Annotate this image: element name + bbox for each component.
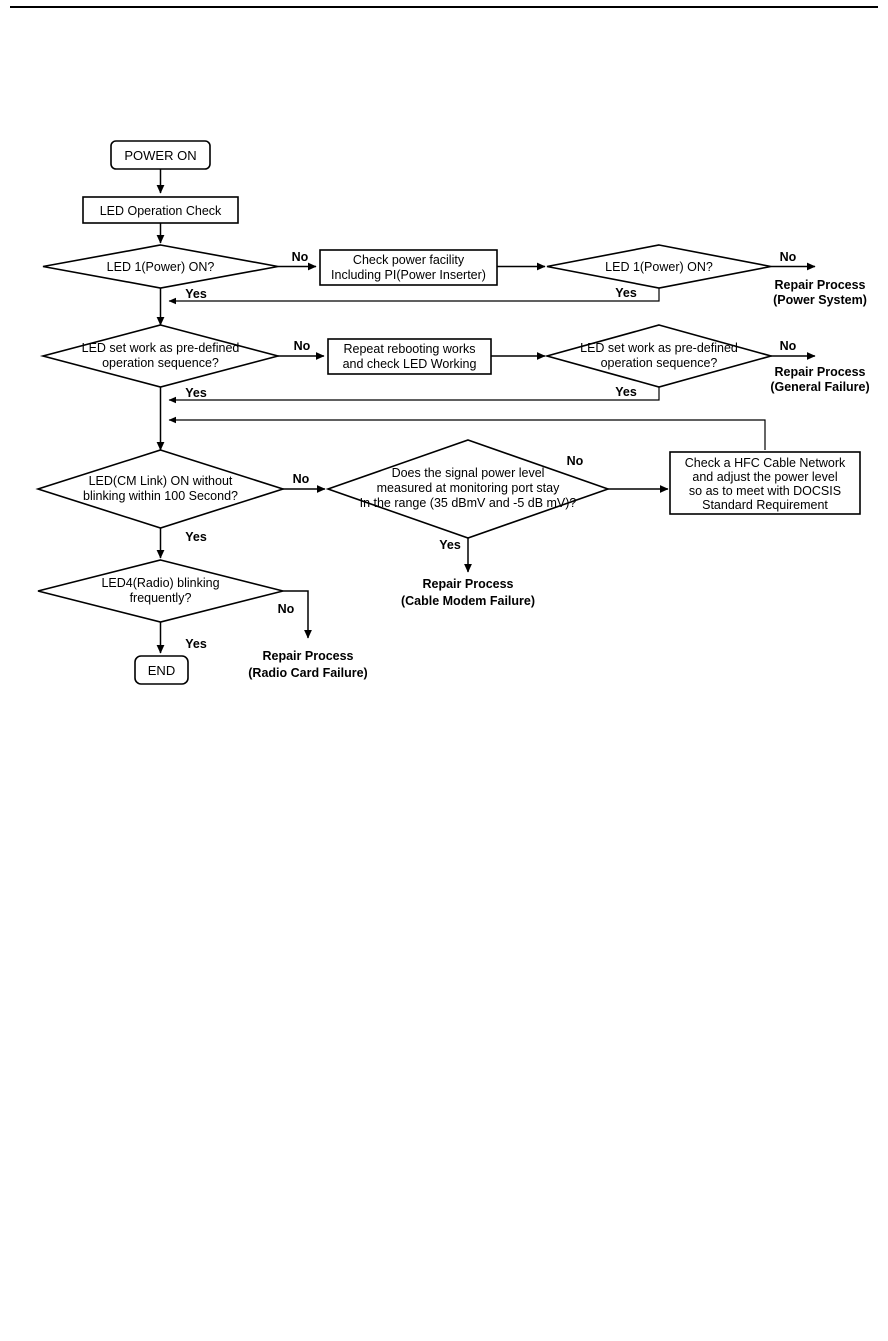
edge-led4-no	[283, 590, 312, 639]
node-cm-link-q-line2: blinking within 100 Second?	[83, 489, 238, 503]
outcome-power-system-line1: Repair Process	[774, 278, 865, 292]
node-check-hfc-line2: and adjust the power level	[692, 470, 837, 484]
edge-label-yes-1: Yes	[185, 287, 207, 301]
node-repeat-rebooting-line2: and check LED Working	[343, 357, 477, 371]
edge-label-no-3: No	[294, 339, 311, 353]
edge-label-no-5: No	[293, 472, 310, 486]
outcome-radio-card-line1: Repair Process	[262, 649, 353, 663]
node-led1-power-q1-label: LED 1(Power) ON?	[107, 260, 215, 274]
edge-label-yes-5: Yes	[185, 530, 207, 544]
node-repeat-rebooting-line1: Repeat rebooting works	[343, 342, 475, 356]
edge-label-yes-6: Yes	[439, 538, 461, 552]
node-cm-link-q-line1: LED(CM Link) ON without	[89, 474, 233, 488]
node-check-power-facility-line2: Including PI(Power Inserter)	[331, 268, 486, 282]
outcome-cable-modem-line2: (Cable Modem Failure)	[401, 594, 535, 608]
node-led-set-work-q1-line2: operation sequence?	[102, 356, 219, 370]
node-end-label: END	[148, 663, 175, 678]
node-led4-radio-q-line2: frequently?	[130, 591, 192, 605]
node-signal-power-q-line1: Does the signal power level	[392, 466, 545, 480]
node-power-on-label: POWER ON	[124, 148, 196, 163]
outcome-power-system-line2: (Power System)	[773, 293, 867, 307]
node-end	[134, 655, 189, 685]
edge-label-yes-2: Yes	[615, 286, 637, 300]
node-check-power-facility-line1: Check power facility	[353, 253, 465, 267]
outcome-cable-modem-line1: Repair Process	[422, 577, 513, 591]
outcome-general-failure-line2: (General Failure)	[770, 380, 869, 394]
node-led-operation-check-label: LED Operation Check	[100, 204, 222, 218]
edge-label-no-1: No	[292, 250, 309, 264]
node-check-hfc-line4: Standard Requirement	[702, 498, 828, 512]
edge-label-no-2: No	[780, 250, 797, 264]
outcome-general-failure-line1: Repair Process	[774, 365, 865, 379]
edge-hfc-feedback	[168, 416, 766, 450]
node-signal-power-q-line3: In the range (35 dBmV and -5 dB mV)?	[360, 496, 577, 510]
node-led1-power-q2-label: LED 1(Power) ON?	[605, 260, 713, 274]
edge-label-no-6: No	[567, 454, 584, 468]
edge-ledsetq2-yes-feedback	[168, 387, 660, 404]
edge-led1q2-yes-feedback	[168, 288, 660, 305]
edge-label-yes-3: Yes	[185, 386, 207, 400]
node-check-power-facility	[319, 249, 498, 286]
node-led-set-work-q2-line2: operation sequence?	[601, 356, 718, 370]
edge-label-no-7: No	[278, 602, 295, 616]
node-check-hfc-line1: Check a HFC Cable Network	[685, 456, 846, 470]
edge-label-no-4: No	[780, 339, 797, 353]
node-led-set-work-q2-line1: LED set work as pre-defined	[580, 341, 738, 355]
node-led-set-work-q1-line1: LED set work as pre-defined	[82, 341, 240, 355]
edge-label-yes-7: Yes	[185, 637, 207, 651]
node-check-hfc	[669, 451, 861, 515]
page-top-rule	[10, 6, 878, 8]
outcome-radio-card-line2: (Radio Card Failure)	[248, 666, 367, 680]
node-led4-radio-q-line1: LED4(Radio) blinking	[101, 576, 219, 590]
node-check-hfc-line3: so as to meet with DOCSIS	[689, 484, 841, 498]
edge-label-yes-4: Yes	[615, 385, 637, 399]
node-signal-power-q-line2: measured at monitoring port stay	[377, 481, 560, 495]
